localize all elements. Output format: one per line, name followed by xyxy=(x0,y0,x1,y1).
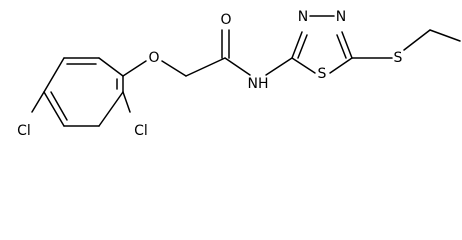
atom-amide-nh: NH xyxy=(248,76,269,92)
bond-ring-d xyxy=(43,91,65,127)
atom-cl-ortho: Cl xyxy=(134,123,148,139)
bond-c2-n3-b xyxy=(297,34,308,59)
atom-ring-o: O xyxy=(148,50,159,66)
bond-n4-c5-a xyxy=(341,31,353,59)
bond-ring-c xyxy=(43,57,65,93)
bond-ch2-ch3 xyxy=(429,29,461,42)
bond-c2-cl xyxy=(122,91,131,113)
bond-s-ch2 xyxy=(403,29,431,51)
structure-diagram: O O NH N N S S Cl Cl xyxy=(17,9,461,139)
bond-n4-c5-b xyxy=(336,34,347,59)
bond-c4-cl xyxy=(31,91,45,113)
bond-s1-c2 xyxy=(291,57,316,74)
molecule-canvas: O O NH N N S S Cl Cl xyxy=(17,9,461,139)
atom-ring-n1: N xyxy=(298,9,308,25)
bond-co-nh xyxy=(224,57,251,76)
atom-thioether-s: S xyxy=(394,50,403,66)
bond-o-ch2 xyxy=(161,60,187,77)
atom-cl-para: Cl xyxy=(17,123,31,139)
bond-c2-n3-a xyxy=(291,31,303,59)
thiadiazole-ring xyxy=(291,15,353,74)
bond-nh-c2 xyxy=(265,57,293,76)
bond-ring-a xyxy=(98,57,124,77)
bond-ch2-co xyxy=(185,57,226,77)
bond-c1-o xyxy=(122,60,147,77)
atom-ring-s: S xyxy=(318,66,327,82)
atom-ring-n2: N xyxy=(336,9,346,25)
bond-ring-d-inner xyxy=(50,91,68,121)
benzene-ring xyxy=(43,57,124,127)
bond-ring-f xyxy=(98,91,124,127)
atom-carbonyl-o: O xyxy=(220,12,231,28)
bond-c5-s1 xyxy=(329,57,353,74)
